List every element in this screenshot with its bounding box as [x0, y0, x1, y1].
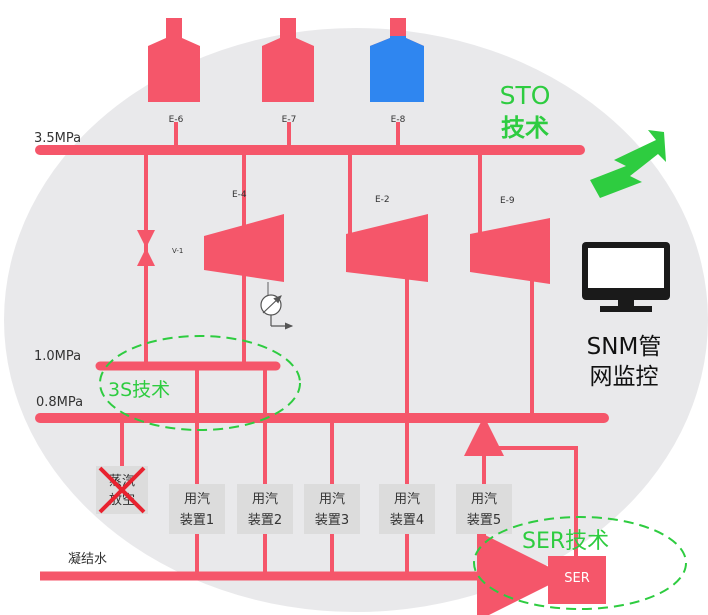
pressure-0-8mpa-label: 0.8MPa	[36, 395, 83, 410]
boiler-e7[interactable]	[262, 18, 314, 102]
unit-4-line1: 用汽	[394, 492, 420, 507]
turbine-e9-label: E-9	[500, 196, 515, 206]
three-s-tech-label: 3S技术	[108, 379, 170, 401]
unit-box-2[interactable]	[237, 484, 293, 534]
pressure-1-0mpa-label: 1.0MPa	[34, 349, 81, 364]
valve-v1-label: V-1	[172, 247, 183, 255]
turbine-e4[interactable]	[204, 214, 284, 282]
ser-highlight-oval	[473, 516, 687, 610]
lightning-icon	[590, 130, 666, 198]
ser-tech-label: SER技术	[522, 529, 609, 554]
boiler-e6[interactable]	[148, 18, 200, 102]
snm-label-1: SNM管	[587, 334, 662, 360]
unit-box-4[interactable]	[379, 484, 435, 534]
unit-5-line2: 装置5	[467, 513, 501, 528]
unit-2-line1: 用汽	[252, 492, 278, 507]
valve-v1[interactable]	[137, 230, 155, 266]
unit-2-line2: 装置2	[248, 513, 282, 528]
unit-3-line1: 用汽	[319, 492, 345, 507]
background-oval	[4, 28, 708, 612]
condensate-label: 凝结水	[68, 551, 107, 567]
pressure-3-5mpa-label: 3.5MPa	[34, 131, 81, 146]
generator-icon	[260, 282, 294, 330]
unit-3-line2: 装置3	[315, 513, 349, 528]
sto-tech-label-1: STO	[500, 81, 551, 110]
unit-5-line1: 用汽	[471, 492, 497, 507]
three-s-highlight-oval	[99, 335, 301, 431]
turbine-e2[interactable]	[346, 214, 428, 282]
boiler-e8[interactable]	[370, 18, 424, 102]
unit-box-1[interactable]	[169, 484, 225, 534]
turbine-e4-label: E-4	[232, 190, 247, 200]
ser-return-pipe	[484, 446, 578, 560]
boiler-e8-label: E-8	[391, 115, 406, 125]
unit-box-5[interactable]	[456, 484, 512, 534]
vent-disabled-cross-icon	[98, 466, 146, 514]
snm-label-2: 网监控	[590, 364, 659, 390]
unit-1-line2: 装置1	[180, 513, 214, 528]
turbine-e9[interactable]	[470, 218, 550, 284]
unit-1-line1: 用汽	[184, 492, 210, 507]
turbine-e2-label: E-2	[375, 195, 390, 205]
ser-unit-label: SER	[564, 571, 590, 586]
boiler-e6-label: E-6	[169, 115, 184, 125]
unit-box-3[interactable]	[304, 484, 360, 534]
boiler-e7-label: E-7	[282, 115, 297, 125]
sto-tech-label-2: 技术	[501, 114, 549, 142]
monitor-icon	[582, 242, 670, 312]
ser-unit[interactable]	[548, 556, 606, 604]
unit-4-line2: 装置4	[390, 513, 424, 528]
